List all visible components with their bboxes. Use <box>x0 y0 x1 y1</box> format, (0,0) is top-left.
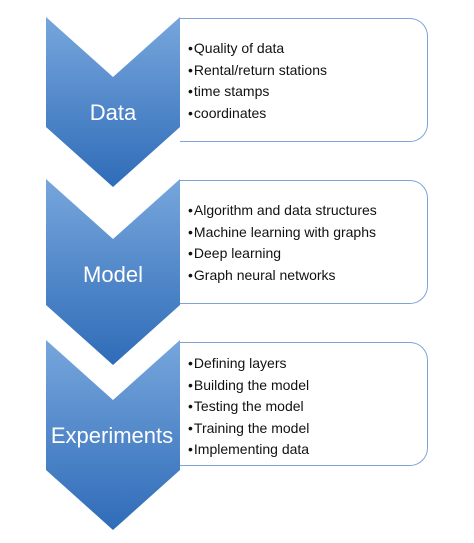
list-item: Graph neural networks <box>188 265 419 287</box>
panel-model: Algorithm and data structures Machine le… <box>180 180 428 304</box>
stage-label-model: Model <box>83 262 143 287</box>
panel-experiments: Defining layers Building the model Testi… <box>180 342 428 466</box>
stage-label-experiments: Experiments <box>51 423 173 448</box>
chevron-model <box>46 179 180 365</box>
list-item: Algorithm and data structures <box>188 200 419 222</box>
list-item: Training the model <box>188 418 419 440</box>
list-item: Testing the model <box>188 396 419 418</box>
list-item: Implementing data <box>188 439 419 461</box>
list-item: Deep learning <box>188 243 419 265</box>
bullet-list-model: Algorithm and data structures Machine le… <box>188 200 419 286</box>
list-item: Building the model <box>188 375 419 397</box>
panel-data: Quality of data Rental/return stations t… <box>180 18 428 142</box>
list-item: time stamps <box>188 81 419 103</box>
chevron-data <box>46 17 180 187</box>
list-item: Rental/return stations <box>188 60 419 82</box>
list-item: Machine learning with graphs <box>188 222 419 244</box>
bullet-list-experiments: Defining layers Building the model Testi… <box>188 353 419 461</box>
stage-label-data: Data <box>90 100 137 125</box>
bullet-list-data: Quality of data Rental/return stations t… <box>188 38 419 124</box>
chevron-experiments <box>46 340 180 530</box>
stage-data: Data <box>46 17 180 187</box>
list-item: Defining layers <box>188 353 419 375</box>
list-item: coordinates <box>188 103 419 125</box>
list-item: Quality of data <box>188 38 419 60</box>
stage-model: Model <box>46 179 180 365</box>
stage-experiments: Experiments <box>46 340 180 530</box>
